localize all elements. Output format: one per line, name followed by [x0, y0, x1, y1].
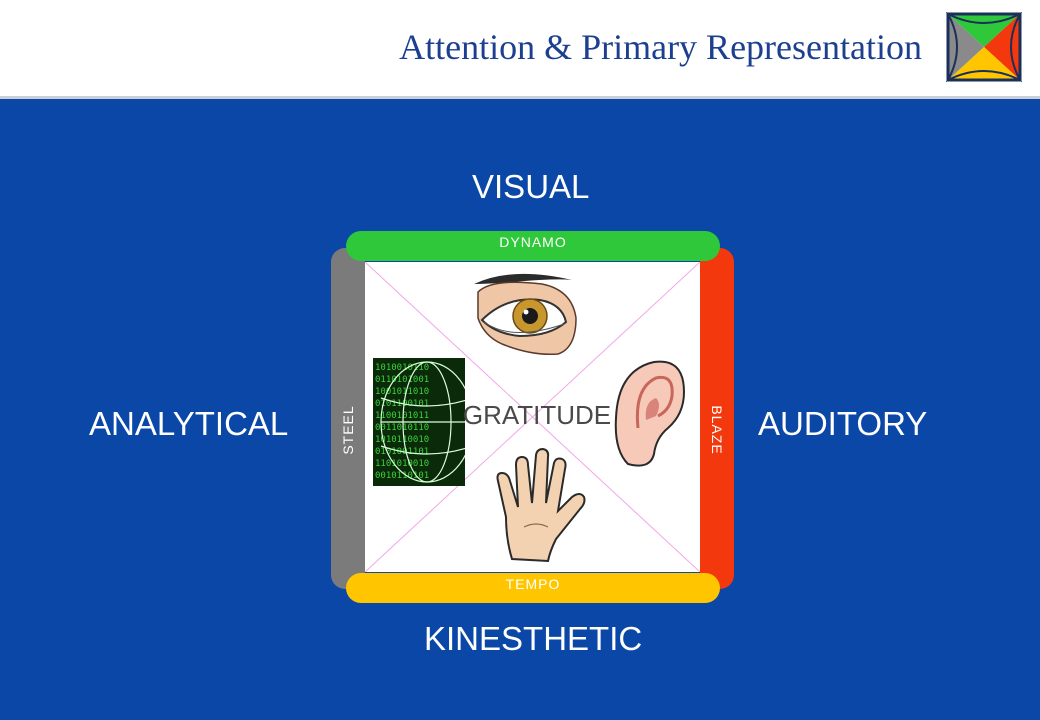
svg-text:0110101001: 0110101001: [375, 375, 429, 385]
svg-text:1100101011: 1100101011: [375, 411, 429, 421]
blaze-label: BLAZE: [709, 405, 725, 455]
hand-icon: [496, 447, 586, 563]
center-label: GRATITUDE: [462, 400, 612, 430]
eye-icon: [474, 273, 577, 356]
svg-text:1010110010: 1010110010: [375, 435, 429, 445]
svg-text:0011010110: 0011010110: [375, 423, 429, 433]
dynamo-label: DYNAMO: [499, 234, 567, 250]
diagonal-lines: [365, 262, 700, 572]
svg-text:1010010110: 1010010110: [375, 363, 429, 373]
steel-bar: [331, 248, 365, 589]
page-title: Attention & Primary Representation: [399, 27, 922, 67]
logo-icon: [946, 12, 1022, 82]
steel-label: STEEL: [340, 405, 356, 455]
tempo-bar: [346, 573, 720, 603]
tempo-label: TEMPO: [505, 576, 561, 592]
header: Attention & Primary Representation: [0, 0, 1040, 99]
label-kinesthetic: KINESTHETIC: [424, 620, 643, 657]
svg-text:0010110101: 0010110101: [375, 471, 429, 481]
svg-text:1101010010: 1101010010: [375, 459, 429, 469]
matrix-globe-icon: 1010010110 0110101001 1001011010 0101100…: [373, 358, 465, 486]
label-auditory: AUDITORY: [758, 405, 928, 442]
ear-icon: [614, 360, 686, 467]
svg-text:1001011010: 1001011010: [375, 387, 429, 397]
header-divider: [0, 96, 1040, 99]
label-visual: VISUAL: [472, 168, 590, 205]
blaze-bar: [700, 248, 734, 589]
dynamo-bar: [346, 231, 720, 261]
label-analytical: ANALYTICAL: [89, 405, 289, 442]
